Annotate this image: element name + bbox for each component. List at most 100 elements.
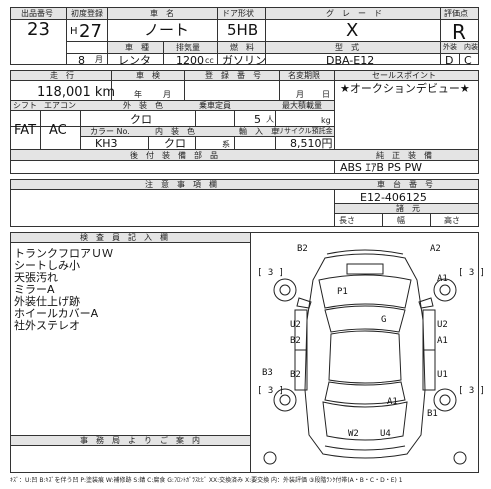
rating: R xyxy=(452,20,466,44)
office-notice-label: 事 務 局 よ り ご 案 内 xyxy=(80,436,200,445)
recycle-label: リサイクル預託金 xyxy=(277,127,333,135)
interior-color: クロ xyxy=(164,137,186,150)
damage-mark: B2 xyxy=(297,244,308,254)
inspector-note: シートしみ小 xyxy=(14,259,80,272)
recycle-fee: 8,510円 xyxy=(290,137,333,150)
inspector-note: トランクフロアＵＷ xyxy=(14,247,113,260)
import-label: 輸 入 車 xyxy=(239,127,279,136)
name-change-deadline-label: 名変期限 xyxy=(288,71,320,80)
chassis-number: E12-406125 xyxy=(360,191,427,204)
inspection-month-unit: 月 xyxy=(163,90,171,99)
specifications-label: 諸 元 xyxy=(396,204,420,213)
damage-mark: U2 xyxy=(290,320,301,330)
inspector-notes-list: トランクフロアＵＷ シートしみ小 天張汚れ ミラーA 外装仕上げ跡 ホイールカバ… xyxy=(14,245,113,332)
door-type: 5HB xyxy=(227,21,259,39)
chassis-number-label: 車 台 番 号 xyxy=(377,180,433,189)
model-code: DBA-E12 xyxy=(326,54,375,67)
damage-mark: B2 xyxy=(290,336,301,346)
damage-mark: B1 xyxy=(427,409,438,419)
cc-unit: cc xyxy=(205,56,214,65)
color-number-label: カラー No. xyxy=(90,127,130,136)
ext-int-label: 外装 内装 xyxy=(443,43,478,51)
first-registration-month: 8 xyxy=(78,54,85,67)
max-load-label: 最大積載量 xyxy=(282,101,322,110)
mileage: 118,001 km xyxy=(37,85,116,100)
load-unit: kg xyxy=(321,116,331,125)
first-registration-year: 27 xyxy=(79,21,102,42)
mileage-label: 走 行 xyxy=(50,71,74,80)
exterior-color-label: 外 装 色 xyxy=(123,101,163,110)
exterior-score: D xyxy=(445,54,454,67)
inspector-note: ホイールカバーA xyxy=(14,307,99,320)
car-name: ノート xyxy=(144,21,190,39)
shift-label: シフト xyxy=(13,101,37,110)
grade: X xyxy=(346,20,359,41)
first-registration-label: 初度登録 xyxy=(71,9,103,18)
capacity-label: 乗車定員 xyxy=(199,101,231,110)
damage-mark: [ 3 ] xyxy=(257,268,285,278)
length-label: 長さ xyxy=(339,216,355,225)
damage-mark: [ 3 ] xyxy=(257,386,285,396)
inspector-note: 外装仕上げ跡 xyxy=(14,295,80,308)
damage-mark: U1 xyxy=(437,370,448,380)
damage-mark: A1 xyxy=(437,274,448,284)
height-label: 高さ xyxy=(444,216,460,225)
capacity-unit: 人 xyxy=(266,115,274,124)
damage-mark: A1 xyxy=(437,336,448,346)
fuel-label: 燃 料 xyxy=(230,43,254,52)
cautions-label: 注 意 事 項 欄 xyxy=(145,180,217,189)
lot-number-label: 出品番号 xyxy=(21,9,53,18)
damage-mark: W2 xyxy=(348,429,359,439)
lot-number: 23 xyxy=(27,19,50,40)
damage-mark: G xyxy=(381,315,387,325)
damage-mark: B2 xyxy=(290,370,301,380)
aftermarket-options-label: 後 付 装 備 部 品 xyxy=(130,151,218,160)
inspector-notes-label: 検 査 員 記 入 欄 xyxy=(80,233,168,242)
exterior-color: クロ xyxy=(130,113,152,126)
month-unit: 月 xyxy=(95,55,103,64)
car-damage-diagram xyxy=(263,249,467,465)
vehicle-usage: レンタ xyxy=(118,54,151,67)
interior-score: C xyxy=(464,54,472,67)
interior-color-label: 内 装 色 xyxy=(155,127,195,136)
deadline-month-unit: 月 xyxy=(296,90,304,99)
shift-type: FAT xyxy=(14,123,37,138)
era-mark: H xyxy=(70,26,78,37)
ac-type: AC xyxy=(49,123,67,138)
door-type-label: ドア形状 xyxy=(222,9,254,18)
model-code-label: 型 式 xyxy=(335,43,359,52)
inspector-note: 天張汚れ xyxy=(14,271,58,284)
capacity: 5 xyxy=(254,113,261,126)
sales-point-label: セールスポイント xyxy=(372,71,436,80)
displacement: 1200 xyxy=(176,54,204,67)
deadline-day-unit: 日 xyxy=(322,90,330,99)
inspection-label: 車 検 xyxy=(136,71,160,80)
inspector-note: 社外ステレオ xyxy=(14,319,80,332)
displacement-label: 排気量 xyxy=(176,43,200,52)
damage-mark: B3 xyxy=(262,368,273,378)
genuine-equipment: ABS ｴｱB PS PW xyxy=(340,161,423,174)
grade-label: グ レ ー ド xyxy=(326,9,382,18)
genuine-equipment-label: 純 正 装 備 xyxy=(376,151,432,160)
sales-point-text: ★オークションデビュー★ xyxy=(340,82,470,95)
damage-mark: U2 xyxy=(437,320,448,330)
rating-label: 評価点 xyxy=(444,9,468,18)
damage-mark: A1 xyxy=(387,397,398,407)
damage-mark: P1 xyxy=(337,287,348,297)
interior-color-unit: 系 xyxy=(222,140,230,149)
car-name-label: 車 名 xyxy=(150,9,174,18)
damage-mark: U4 xyxy=(380,429,391,439)
ac-label: エアコン xyxy=(44,101,76,110)
fuel: ガソリン xyxy=(222,54,266,67)
color-number: KH3 xyxy=(95,137,118,150)
registration-number-label: 登 録 番 号 xyxy=(205,71,261,80)
damage-code-legend: ｷｽﾞ：U:凹 B:ｷｽﾞを伴う凹 P:塗装痕 W:補修跡 S:錆 C:腐食 G… xyxy=(10,477,403,484)
inspection-year-unit: 年 xyxy=(134,90,142,99)
damage-mark: A2 xyxy=(430,244,441,254)
damage-mark: [ 3 ] xyxy=(458,268,486,278)
width-label: 幅 xyxy=(397,216,405,225)
vehicle-class-label: 車 種 xyxy=(125,43,149,52)
damage-mark: [ 3 ] xyxy=(458,386,486,396)
inspector-note: ミラーA xyxy=(14,283,55,296)
